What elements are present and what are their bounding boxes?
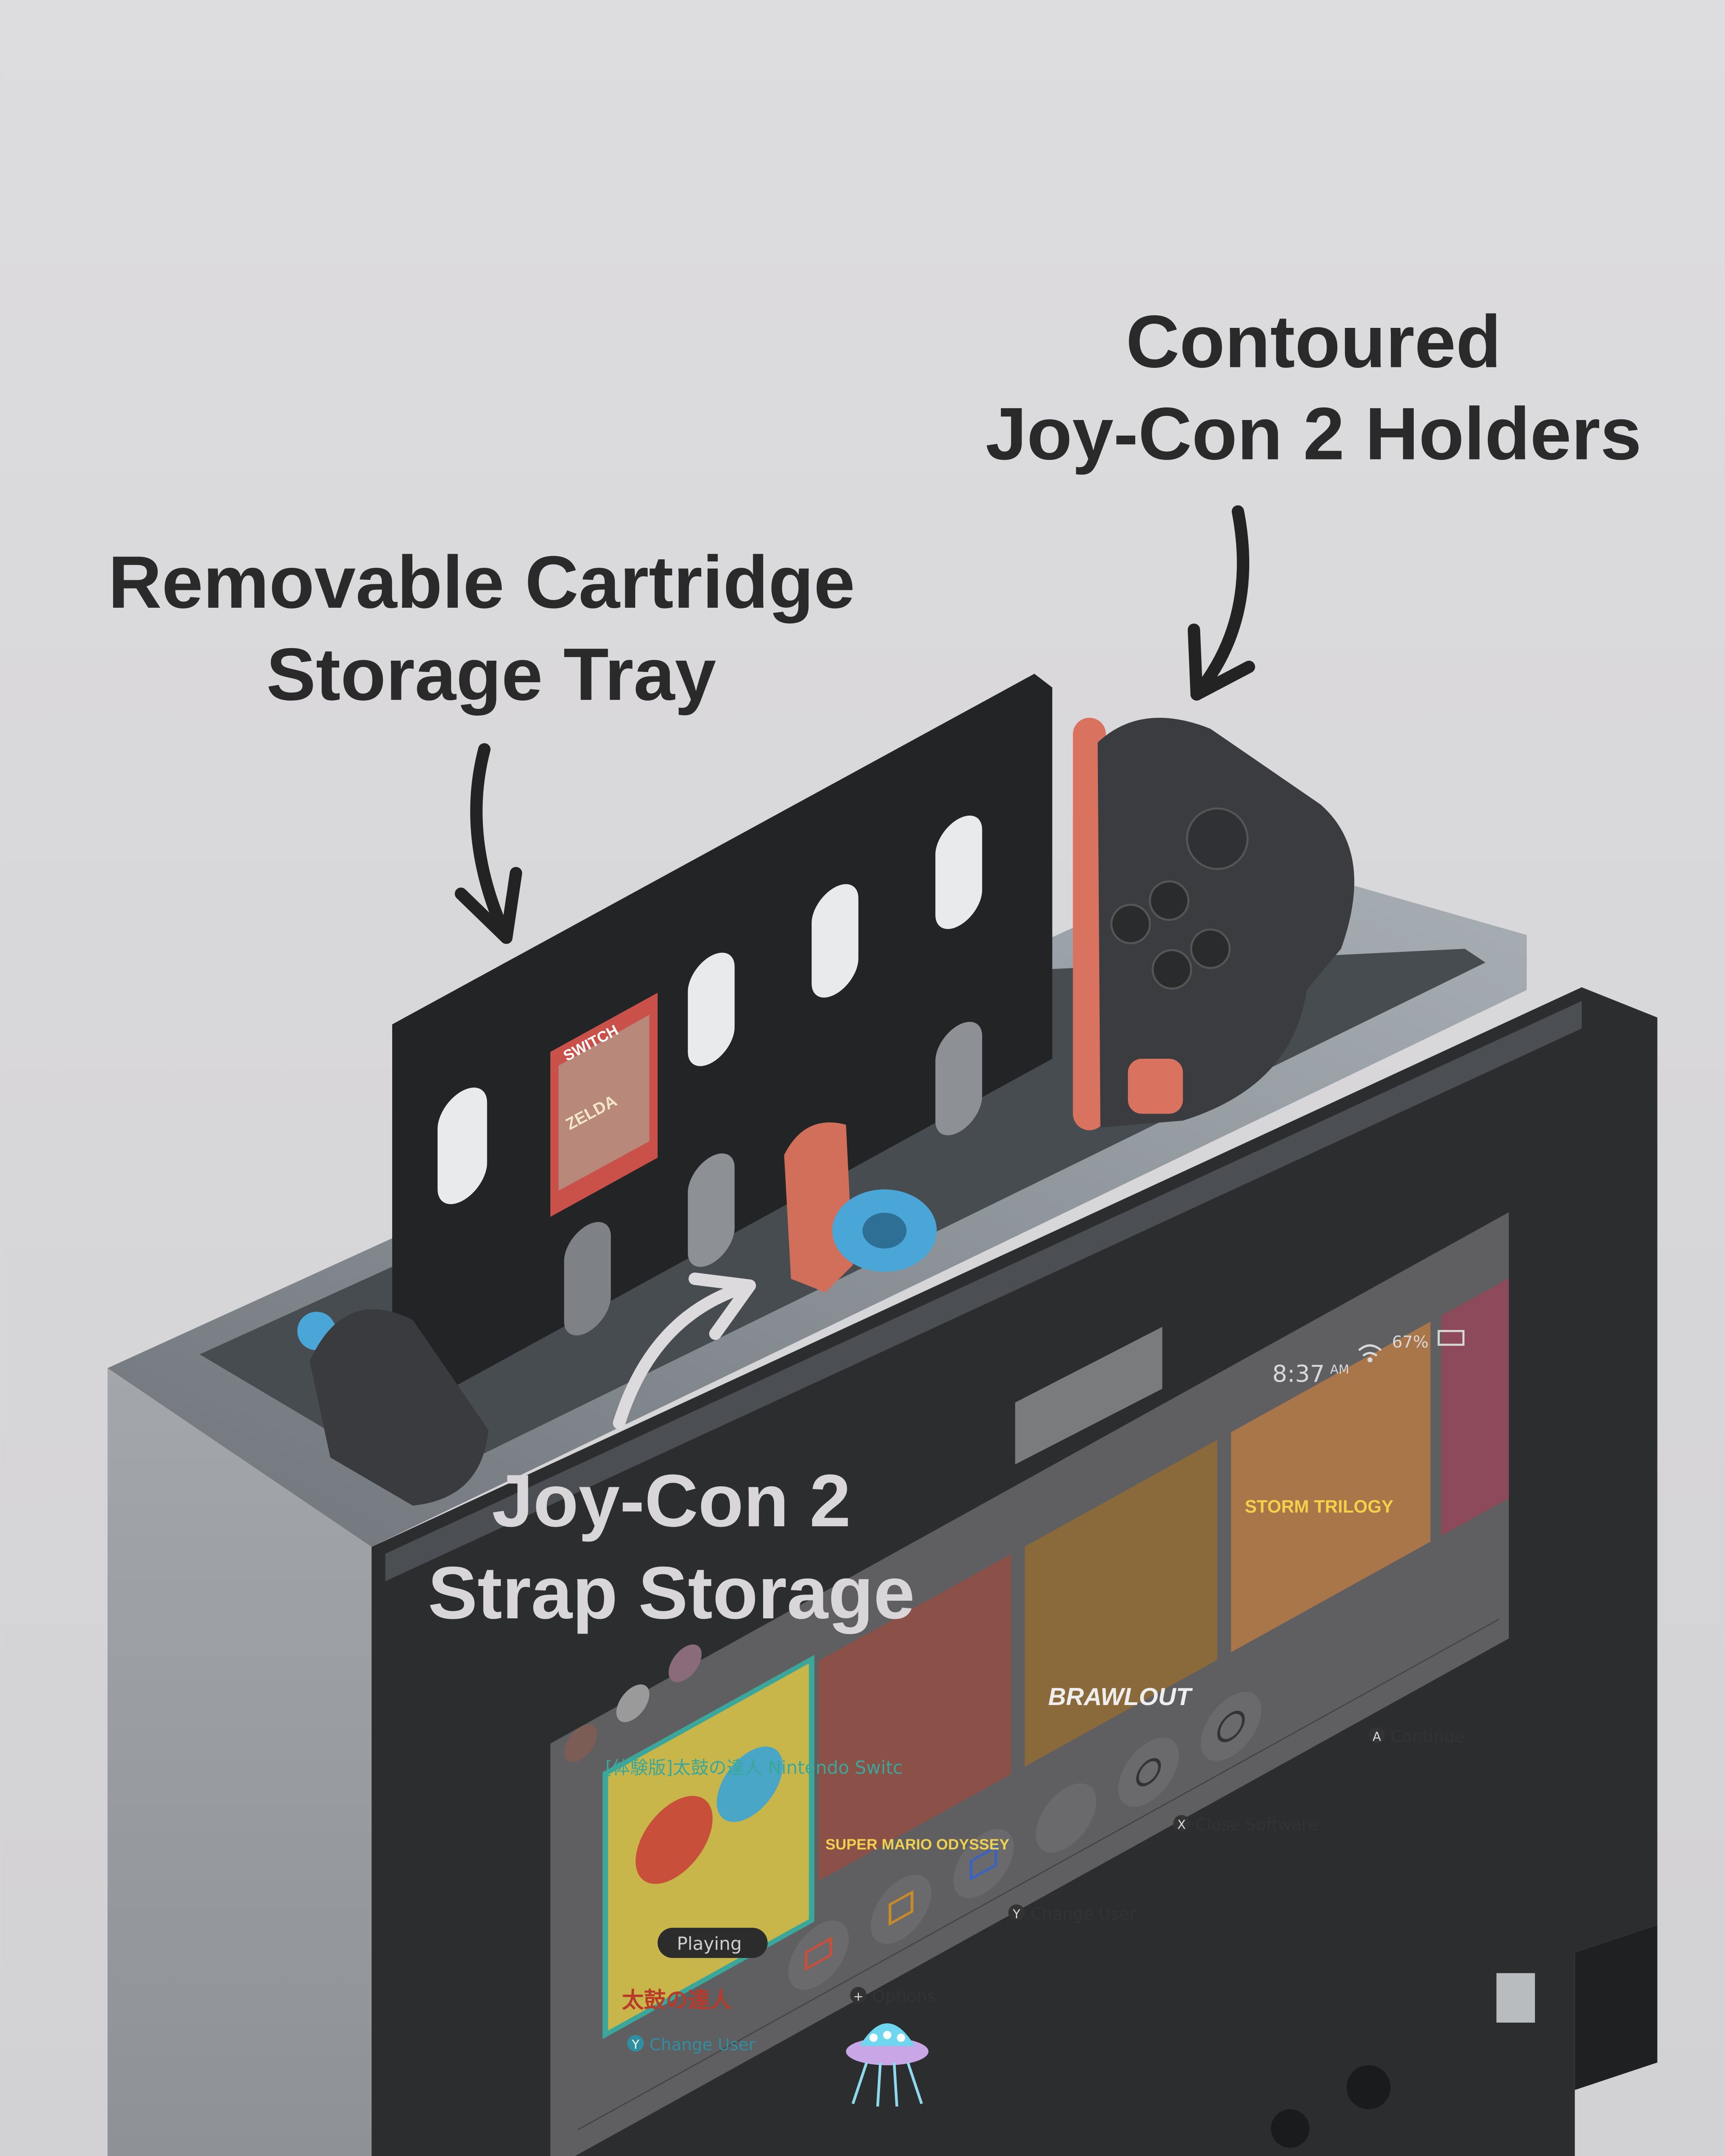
left-change-user-hint[interactable]: Y Change User — [627, 2035, 756, 2054]
battery-percent: 67% — [1392, 1332, 1429, 1352]
joycon-right — [1073, 717, 1354, 1131]
hint-button-y: Y — [631, 2037, 639, 2052]
wifi-icon — [1358, 1344, 1382, 1363]
home-menu-icons — [788, 1679, 1261, 2002]
hint-button-x: X — [1177, 1817, 1186, 1832]
battery-icon — [1438, 1330, 1465, 1346]
joycon-strap — [784, 1122, 937, 1293]
playing-badge: Playing — [677, 1934, 742, 1954]
callout-holders-line1: Contoured — [1126, 300, 1501, 383]
ufo-logo-icon — [846, 2023, 929, 2107]
hint-options[interactable]: + Options — [850, 1987, 936, 2006]
hint-continue[interactable]: A Continue — [1368, 1727, 1465, 1746]
callout-strap-line2: Strap Storage — [428, 1551, 915, 1635]
callout-tray-line2: Storage Tray — [266, 633, 716, 716]
arrow-strap-icon — [613, 1272, 756, 1430]
game-tile-mario-odyssey[interactable] — [818, 1554, 1011, 1881]
button-knob — [1271, 2109, 1309, 2148]
button-knob — [1346, 2065, 1391, 2109]
zelda-cartridge: SWITCH ZELDA — [550, 993, 658, 1217]
album-icon[interactable] — [953, 1816, 1014, 1910]
box-side-panel — [107, 1368, 372, 2156]
game-tile-partial[interactable] — [1441, 1278, 1509, 1536]
tile-title-taiko: 太鼓の達人 — [622, 1988, 732, 2012]
tile-title-naruto: STORM TRILOGY — [1245, 1497, 1393, 1516]
user-avatars — [564, 1644, 702, 1763]
settings-gear-icon[interactable] — [1118, 1725, 1179, 1819]
joycon-left — [297, 1309, 489, 1506]
hint-label: Change User — [1030, 1904, 1137, 1923]
hint-button-a: A — [1372, 1730, 1381, 1744]
console-screen — [550, 1212, 1509, 2156]
port-window — [1496, 1973, 1535, 2023]
playing-badge-pill — [657, 1927, 768, 1958]
clock-time: 8:37 — [1272, 1361, 1325, 1388]
game-tile-brawlout[interactable] — [1025, 1440, 1217, 1767]
hint-label: Change User — [650, 2035, 756, 2054]
news-icon[interactable] — [788, 1908, 849, 2002]
tile-title-brawlout: BRAWLOUT — [1048, 1683, 1193, 1710]
screen-text: 8:37 AM 67% [体験版]太鼓の達人 Nintendo Switc Pl… — [606, 1330, 1465, 2054]
callout-tray-line1: Removable Cartridge — [108, 541, 855, 624]
selected-game-title: [体験版]太鼓の達人 Nintendo Switc — [606, 1758, 903, 1778]
hint-change-user[interactable]: Y Change User — [1008, 1904, 1137, 1923]
callout-holders-line2: Joy-Con 2 Holders — [986, 392, 1641, 475]
hint-button-y: Y — [1012, 1907, 1020, 1921]
cartridge-tray: SWITCH ZELDA — [392, 674, 1053, 1409]
hint-label: Options — [872, 1987, 936, 2006]
cartridge-slots — [438, 815, 982, 1336]
hint-label: Continue — [1391, 1727, 1465, 1746]
hint-label: Close Software — [1195, 1815, 1318, 1834]
footer-hints: + Options Y Change User X Close Software… — [850, 1727, 1465, 2006]
game-tile-naruto[interactable] — [1231, 1321, 1431, 1652]
tile-title-mario: SUPER MARIO ODYSSEY — [825, 1836, 1009, 1853]
callout-strap-line1: Joy-Con 2 — [492, 1459, 851, 1542]
hint-button-plus: + — [853, 1989, 863, 2004]
joycon-rail — [1073, 717, 1106, 1131]
shop-icon[interactable] — [871, 1862, 932, 1956]
arrow-holders-icon — [1187, 505, 1255, 701]
sensor-window — [1015, 1327, 1163, 1465]
clock-ampm: AM — [1330, 1362, 1349, 1377]
controllers-icon[interactable] — [1035, 1771, 1097, 1865]
power-icon[interactable] — [1201, 1679, 1261, 1773]
hint-close-software[interactable]: X Close Software — [1173, 1815, 1318, 1834]
arrow-tray-icon — [455, 743, 522, 944]
